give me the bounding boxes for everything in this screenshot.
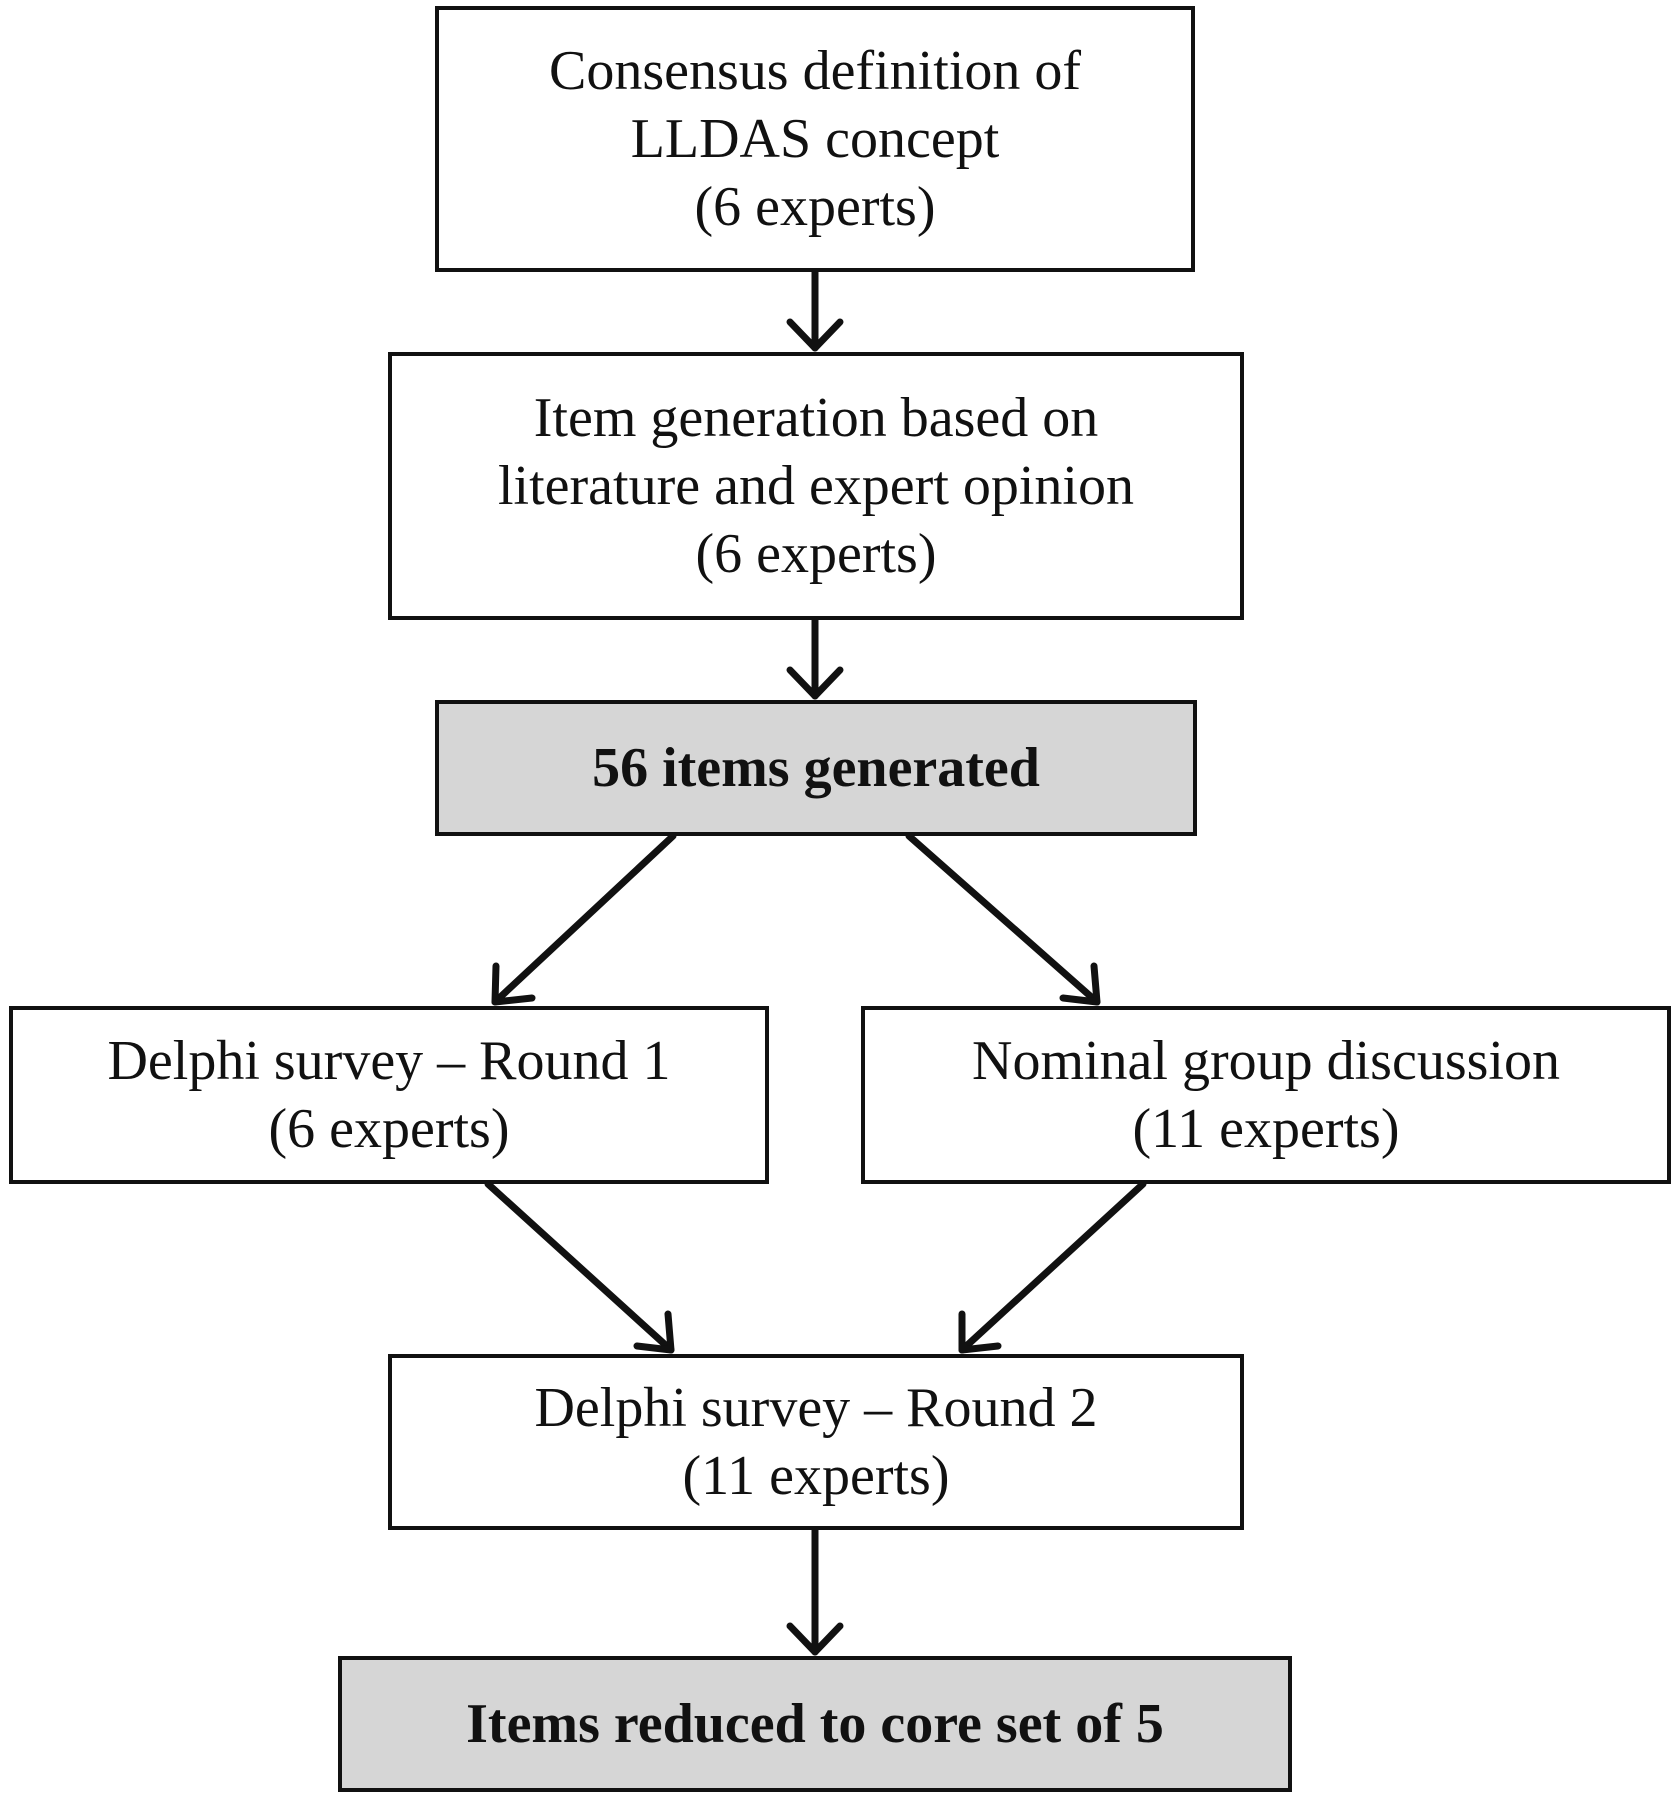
step-expert-count: (6 experts): [694, 176, 936, 238]
step-expert-count: (6 experts): [268, 1098, 510, 1160]
step-text-line: 56 items generated: [592, 737, 1040, 799]
step-text-line: Consensus definition of: [549, 40, 1081, 102]
step-text-line: Delphi survey – Round 2: [534, 1377, 1098, 1439]
step-delphi-round-1: Delphi survey – Round 1 (6 experts): [9, 1006, 769, 1184]
step-text-line: Delphi survey – Round 1: [107, 1030, 671, 1092]
step-delphi-round-2: Delphi survey – Round 2 (11 experts): [388, 1354, 1244, 1530]
arrow-generated-to-delphi1: [491, 832, 677, 1006]
step-core-set-result: Items reduced to core set of 5: [338, 1656, 1292, 1792]
step-text-line: Items reduced to core set of 5: [466, 1693, 1164, 1755]
step-expert-count: (6 experts): [695, 523, 937, 585]
step-text-line: literature and expert opinion: [498, 455, 1134, 517]
step-text-line: LLDAS concept: [630, 108, 1000, 170]
step-consensus-definition: Consensus definition of LLDAS concept (6…: [435, 6, 1195, 272]
step-text-line: Nominal group discussion: [972, 1030, 1560, 1092]
arrow-generated-to-nominal: [905, 832, 1101, 1006]
arrow-delphi2-to-result: [786, 1526, 844, 1656]
arrow-nominal-to-delphi2: [958, 1180, 1147, 1354]
step-items-generated: 56 items generated: [435, 700, 1197, 836]
step-expert-count: (11 experts): [1132, 1098, 1400, 1160]
arrow-concept-to-generation: [786, 268, 844, 352]
step-text-line: Item generation based on: [533, 387, 1099, 449]
step-item-generation: Item generation based on literature and …: [388, 352, 1244, 620]
arrow-generation-to-generated: [786, 616, 844, 700]
step-expert-count: (11 experts): [682, 1445, 950, 1507]
step-nominal-group: Nominal group discussion (11 experts): [861, 1006, 1671, 1184]
arrow-delphi1-to-delphi2: [484, 1180, 675, 1354]
